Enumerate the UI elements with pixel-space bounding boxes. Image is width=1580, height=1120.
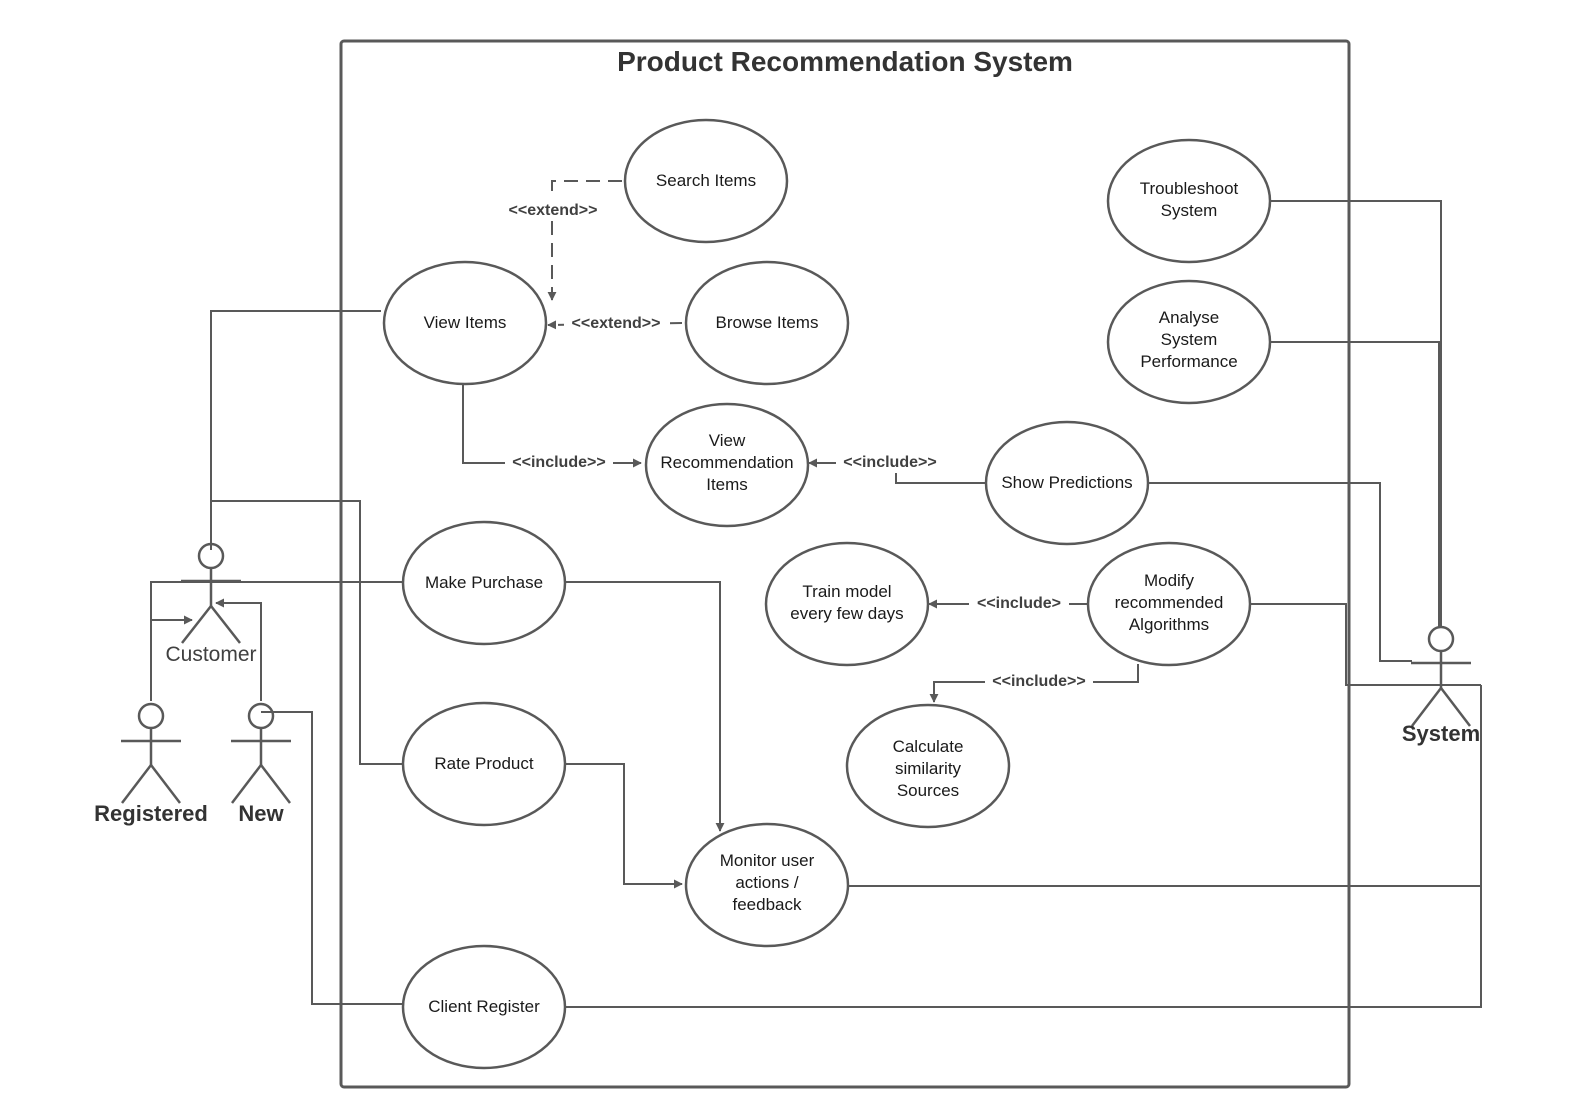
assoc-system-modify bbox=[1250, 603, 1481, 686]
svg-text:System: System bbox=[1161, 201, 1218, 220]
svg-text:View Items: View Items bbox=[424, 313, 507, 332]
assoc-registered-make-purchase bbox=[150, 581, 402, 701]
actor-head bbox=[1427, 625, 1455, 653]
use-case-analyse-system-performance[interactable]: Analyse System Performance bbox=[1106, 279, 1272, 405]
use-case-troubleshoot-system[interactable]: Troubleshoot System bbox=[1106, 138, 1272, 264]
system-boundary bbox=[339, 39, 1351, 1089]
actor-head bbox=[247, 702, 275, 730]
assoc-system-show-predictions bbox=[1149, 482, 1412, 662]
actor-system-label: System bbox=[1402, 721, 1480, 746]
svg-text:Make Purchase: Make Purchase bbox=[425, 573, 543, 592]
svg-text:Recommendation: Recommendation bbox=[660, 453, 793, 472]
flow-rate-product-monitor bbox=[563, 763, 683, 889]
actor-new-label: New bbox=[238, 801, 284, 826]
svg-text:System: System bbox=[1161, 330, 1218, 349]
assoc-system-troubleshoot bbox=[1270, 200, 1442, 627]
svg-text:View: View bbox=[709, 431, 746, 450]
svg-text:similarity: similarity bbox=[895, 759, 962, 778]
use-case-view-items[interactable]: View Items bbox=[382, 260, 548, 386]
svg-text:Performance: Performance bbox=[1140, 352, 1237, 371]
svg-text:Search Items: Search Items bbox=[656, 171, 756, 190]
include-label-calculate-similarity: <<include>> bbox=[992, 673, 1085, 690]
extend-search-view-items bbox=[547, 180, 622, 301]
use-case-train-model[interactable]: Train model every few days bbox=[764, 541, 930, 667]
include-label-view-recommendation: <<include>> bbox=[512, 454, 605, 471]
include-label-train-model: <<include> bbox=[977, 595, 1061, 612]
actor-system[interactable]: System bbox=[1402, 625, 1480, 746]
use-case-monitor-user-actions[interactable]: Monitor user actions / feedback bbox=[684, 822, 850, 948]
diagram-title: Product Recommendation System bbox=[617, 46, 1073, 77]
assoc-customer-rate-product bbox=[211, 500, 402, 765]
include-label-show-predictions: <<include>> bbox=[843, 454, 936, 471]
actor-registered-label: Registered bbox=[94, 801, 208, 826]
actor-registered[interactable]: Registered bbox=[94, 702, 208, 826]
svg-text:feedback: feedback bbox=[733, 895, 802, 914]
svg-text:Show Predictions: Show Predictions bbox=[1001, 473, 1132, 492]
use-case-view-recommendation-items[interactable]: View Recommendation Items bbox=[644, 402, 810, 528]
use-case-browse-items[interactable]: Browse Items bbox=[684, 260, 850, 386]
extend-label-browse: <<extend>> bbox=[572, 315, 661, 332]
actor-head bbox=[137, 702, 165, 730]
use-case-make-purchase[interactable]: Make Purchase bbox=[401, 520, 567, 646]
extend-label-search: <<extend>> bbox=[509, 202, 598, 219]
use-case-show-predictions[interactable]: Show Predictions bbox=[984, 420, 1150, 546]
svg-text:Calculate: Calculate bbox=[893, 737, 964, 756]
use-case-calculate-similarity-sources[interactable]: Calculate similarity Sources bbox=[845, 703, 1011, 829]
assoc-customer-view-items bbox=[210, 310, 381, 550]
actor-new[interactable]: New bbox=[231, 702, 291, 826]
generalization-new-customer bbox=[215, 598, 262, 701]
svg-text:Items: Items bbox=[706, 475, 748, 494]
svg-text:Monitor user: Monitor user bbox=[720, 851, 815, 870]
use-case-search-items[interactable]: Search Items bbox=[623, 118, 789, 244]
generalization-registered-customer bbox=[150, 615, 193, 700]
use-case-modify-recommended-algorithms[interactable]: Modify recommended Algorithms bbox=[1086, 541, 1252, 667]
svg-text:Train model: Train model bbox=[802, 582, 891, 601]
assoc-new-client-register bbox=[261, 711, 402, 1005]
svg-text:Modify: Modify bbox=[1144, 571, 1195, 590]
use-case-client-register[interactable]: Client Register bbox=[401, 944, 567, 1070]
svg-text:Browse Items: Browse Items bbox=[716, 313, 819, 332]
svg-text:Algorithms: Algorithms bbox=[1129, 615, 1209, 634]
flow-make-purchase-monitor bbox=[563, 581, 725, 832]
svg-text:Client Register: Client Register bbox=[428, 997, 540, 1016]
svg-text:actions /: actions / bbox=[735, 873, 799, 892]
svg-text:every few days: every few days bbox=[790, 604, 903, 623]
actor-customer-label: Customer bbox=[165, 643, 256, 666]
svg-text:Sources: Sources bbox=[897, 781, 959, 800]
svg-text:Troubleshoot: Troubleshoot bbox=[1140, 179, 1239, 198]
use-case-rate-product[interactable]: Rate Product bbox=[401, 701, 567, 827]
assoc-system-analyse bbox=[1270, 341, 1440, 627]
actor-customer[interactable]: Customer bbox=[165, 542, 257, 666]
svg-text:recommended: recommended bbox=[1115, 593, 1224, 612]
svg-text:Analyse: Analyse bbox=[1159, 308, 1219, 327]
assoc-system-client-register bbox=[563, 886, 1482, 1008]
svg-text:Rate Product: Rate Product bbox=[434, 754, 533, 773]
